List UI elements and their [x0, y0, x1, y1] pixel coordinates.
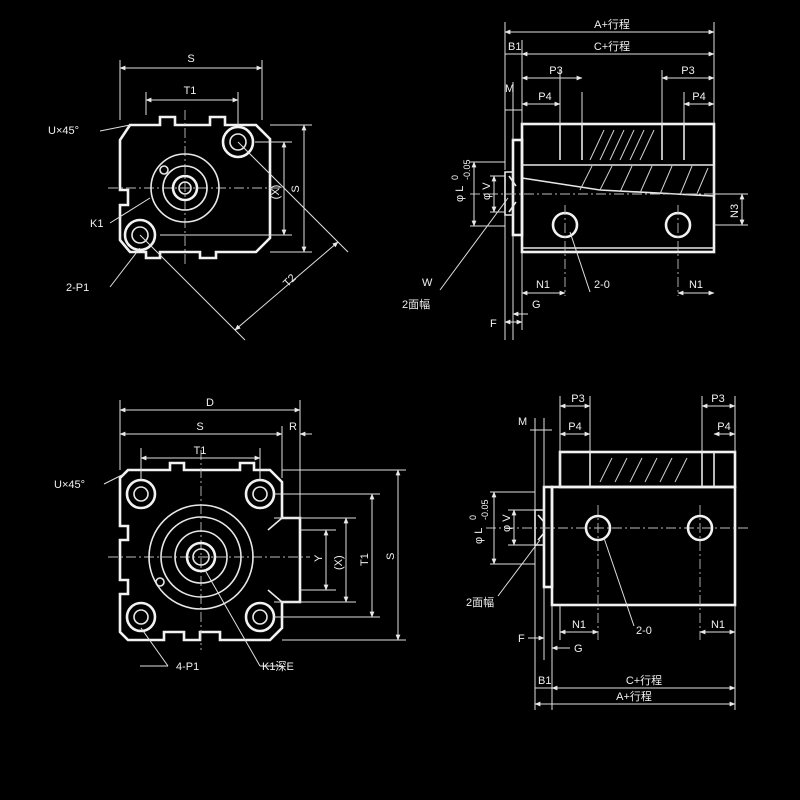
tl-dim-t1: T1 [184, 85, 197, 97]
tr-dim-n1-left: N1 [536, 279, 550, 291]
tr-dim-p3-left: P3 [549, 65, 562, 77]
tr-dim-v: φ V [481, 182, 493, 200]
br-dim-l-tol-bottom: -0.05 [480, 499, 490, 520]
view-top-right-side: A+行程 C+行程 B1 P3 P3 P4 P4 M φ L 0 -0.05 φ [402, 18, 748, 340]
bl-dim-x: (X) [333, 555, 345, 570]
tl-label-k1: K1 [90, 218, 103, 230]
br-dim-g: G [574, 643, 583, 655]
br-dim-v: φ V [501, 514, 513, 532]
br-dim-p4-left: P4 [568, 421, 581, 433]
bl-label-p1: 4-P1 [176, 661, 199, 673]
tr-label-flats: 2面幅 [402, 298, 430, 311]
br-dim-m: M [518, 416, 527, 428]
tr-hatch [579, 129, 709, 197]
tr-dim-g: G [532, 299, 541, 311]
br-label-o: 2-0 [636, 625, 652, 637]
tr-dim-l: φ L [454, 186, 466, 202]
tr-dim-m: M [505, 83, 514, 95]
br-dim-l: φ L [473, 528, 485, 544]
tr-label-o: 2-0 [594, 279, 610, 291]
br-dim-a: A+行程 [616, 690, 652, 703]
tr-dim-f: F [490, 318, 497, 330]
br-dim-b1: B1 [538, 675, 551, 687]
tr-dim-n1-right: N1 [689, 279, 703, 291]
br-dim-f: F [518, 633, 525, 645]
tl-dim-x: (X) [270, 185, 282, 200]
view-bottom-left-end: D S R T1 U×45° Y (X) T1 S [54, 397, 406, 673]
tl-dim-s: S [187, 53, 194, 65]
bl-dim-s: S [196, 421, 203, 433]
tr-dim-b1: B1 [508, 41, 521, 53]
br-dim-l-tol-top: 0 [468, 515, 478, 520]
tr-label-w: W [422, 277, 433, 289]
tr-dim-l-tol-bottom: -0.05 [462, 159, 472, 180]
tl-body-outline [118, 115, 272, 260]
bl-dim-y: Y [313, 554, 325, 562]
tr-dim-c: C+行程 [594, 40, 630, 53]
bl-dim-t1: T1 [194, 445, 207, 457]
bl-label-u: U×45° [54, 479, 85, 491]
tr-dim-p3-right: P3 [681, 65, 694, 77]
bl-body-outline [118, 461, 302, 642]
bl-dim-t1-side: T1 [359, 553, 371, 566]
bl-label-k1e: K1深E [262, 660, 294, 673]
br-label-flats: 2面幅 [466, 596, 494, 609]
tr-dim-l-tol-top: 0 [450, 175, 460, 180]
tl-dim-s-side: S [290, 185, 302, 192]
view-bottom-right-side: P3 P3 P4 P4 M φ L 0 -0.05 φ V 2面幅 F G [466, 393, 748, 710]
tl-dim-t2: T2 [281, 272, 299, 290]
tr-dim-p4-right: P4 [692, 91, 705, 103]
br-dim-p3-right: P3 [711, 393, 724, 405]
tr-dim-a: A+行程 [594, 18, 630, 31]
bl-dim-d: D [206, 397, 214, 409]
tr-dim-p4-left: P4 [538, 91, 551, 103]
br-dim-c: C+行程 [626, 674, 662, 687]
tl-label-p1: 2-P1 [66, 282, 89, 294]
br-hatch [599, 457, 688, 483]
bl-dim-r: R [289, 421, 297, 433]
view-top-left-end: S T1 (X) S T2 U×45° K1 2-P1 [48, 53, 349, 341]
br-dim-p4-right: P4 [717, 421, 730, 433]
tl-label-u: U×45° [48, 125, 79, 137]
tr-dim-n3: N3 [729, 204, 741, 218]
br-dim-n1-left: N1 [572, 619, 586, 631]
br-dim-n1-right: N1 [711, 619, 725, 631]
bl-dim-s-side: S [385, 553, 397, 560]
br-dim-p3-left: P3 [571, 393, 584, 405]
